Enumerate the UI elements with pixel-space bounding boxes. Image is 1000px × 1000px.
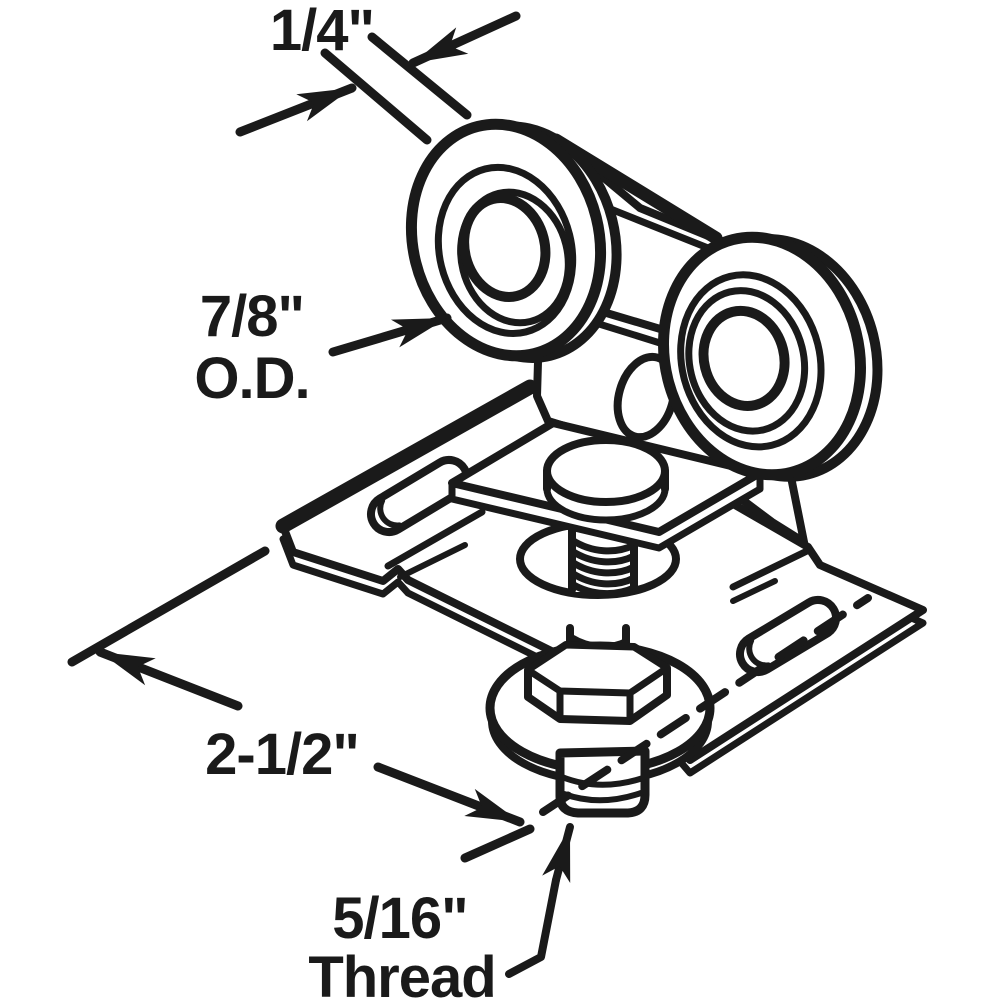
dim-arrow <box>95 647 243 711</box>
plate-bend-line <box>729 547 811 591</box>
plate-bend-line <box>730 578 778 604</box>
right-wheel-hub <box>685 287 809 435</box>
dim-leader <box>505 876 560 978</box>
dimension-labels: 1/4" 7/8" O.D. 2-1/2" 5/16" Thread <box>194 0 496 1000</box>
dim-arrow <box>235 83 357 137</box>
left-slot-hole <box>366 455 472 537</box>
adjustment-disc <box>543 436 669 524</box>
label-od-value: 7/8" <box>200 284 304 349</box>
mounting-plate-top-edge <box>275 379 538 534</box>
dim-extension-line <box>460 824 535 863</box>
left-roller-wheel <box>405 118 622 363</box>
drawing <box>67 11 927 978</box>
label-bracket-length: 2-1/2" <box>205 722 359 787</box>
hidden-axis-dashed-line <box>539 594 872 816</box>
left-wheel-ring <box>434 163 577 337</box>
hex-nut <box>524 641 671 725</box>
label-thread-size: 5/16" <box>332 886 467 951</box>
right-roller-wheel <box>658 231 883 482</box>
dim-tick <box>320 48 432 145</box>
dim-length <box>67 546 535 863</box>
dim-thread <box>505 823 574 978</box>
plate-bend-line <box>384 508 486 570</box>
dim-od <box>328 313 452 357</box>
label-roller-width: 1/4" <box>270 0 374 63</box>
dim-arrow <box>373 762 525 827</box>
dim-tick <box>367 32 472 120</box>
right-wheel-bore <box>698 305 790 411</box>
dim-extension-line <box>67 546 270 667</box>
label-thread-word: Thread <box>308 945 495 1000</box>
label-od-suffix: O.D. <box>194 346 309 411</box>
dim-quarter-inch <box>235 11 521 145</box>
dim-arrow <box>408 11 521 68</box>
plate-bend-line <box>397 542 468 580</box>
dim-arrow <box>542 823 574 884</box>
dim-arrow <box>328 313 452 357</box>
right-wheel-ring <box>677 271 825 451</box>
bolt-end <box>555 746 650 818</box>
left-wheel-bore <box>459 193 551 302</box>
